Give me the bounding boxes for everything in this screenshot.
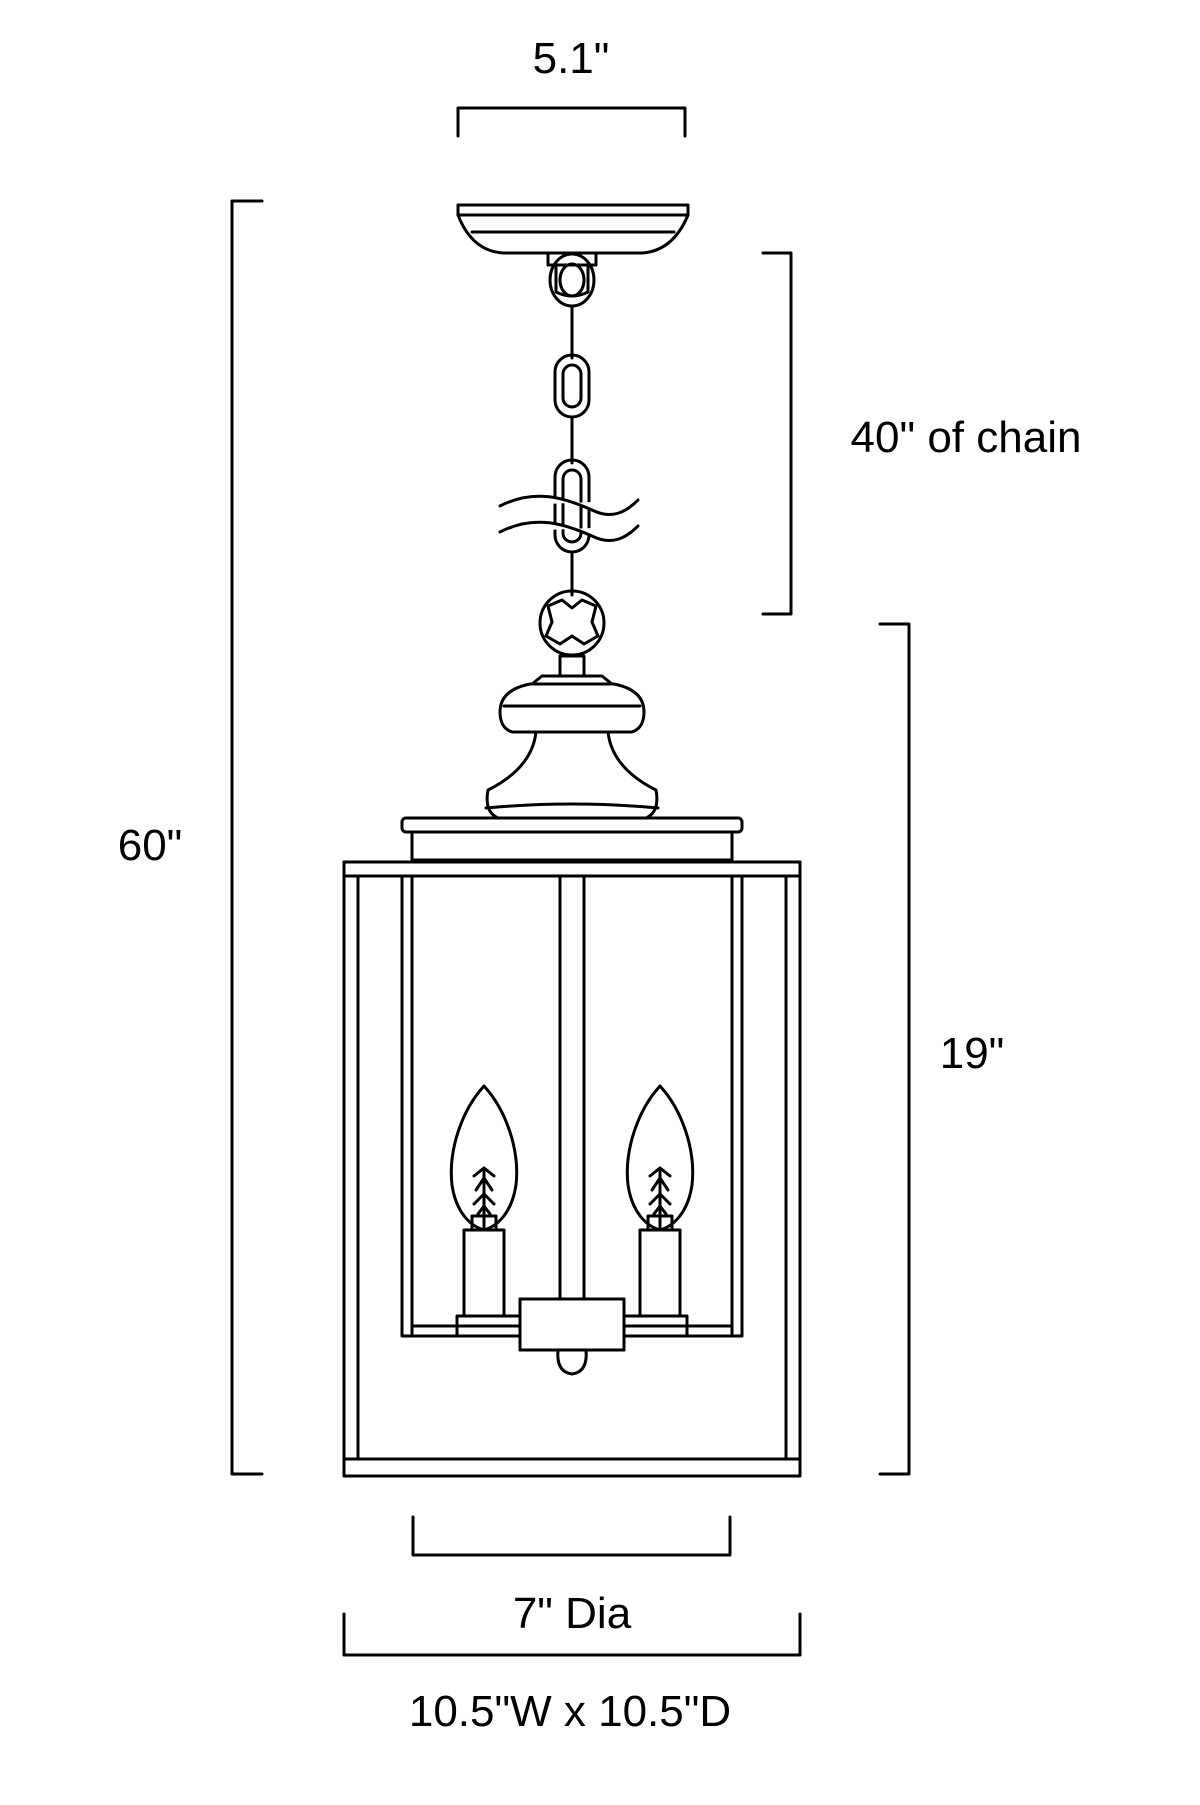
fixture-height-bracket — [878, 622, 911, 1476]
hanging-loop — [538, 589, 606, 678]
canopy-width-label: 5.1" — [533, 34, 610, 83]
right-candle — [625, 1084, 695, 1318]
overall-height-bracket — [230, 199, 264, 1476]
candle-arm — [455, 1297, 689, 1352]
chain-break-symbol — [498, 494, 640, 542]
chain — [548, 252, 596, 597]
lantern-cap — [400, 674, 744, 862]
chain-length-bracket — [761, 251, 793, 616]
lantern-frame — [342, 860, 802, 1478]
canopy-width-bracket — [456, 106, 687, 138]
diameter-bracket — [411, 1515, 732, 1557]
left-candle — [449, 1084, 519, 1318]
chain-length-label: 40" of chain — [851, 413, 1082, 462]
ceiling-canopy — [456, 203, 690, 298]
overall-height-label: 60" — [118, 821, 183, 870]
footprint-bracket — [342, 1612, 802, 1657]
footprint-label: 10.5"W x 10.5"D — [409, 1687, 731, 1736]
fixture-height-label: 19" — [940, 1029, 1005, 1078]
diameter-label: 7" Dia — [513, 1589, 632, 1638]
